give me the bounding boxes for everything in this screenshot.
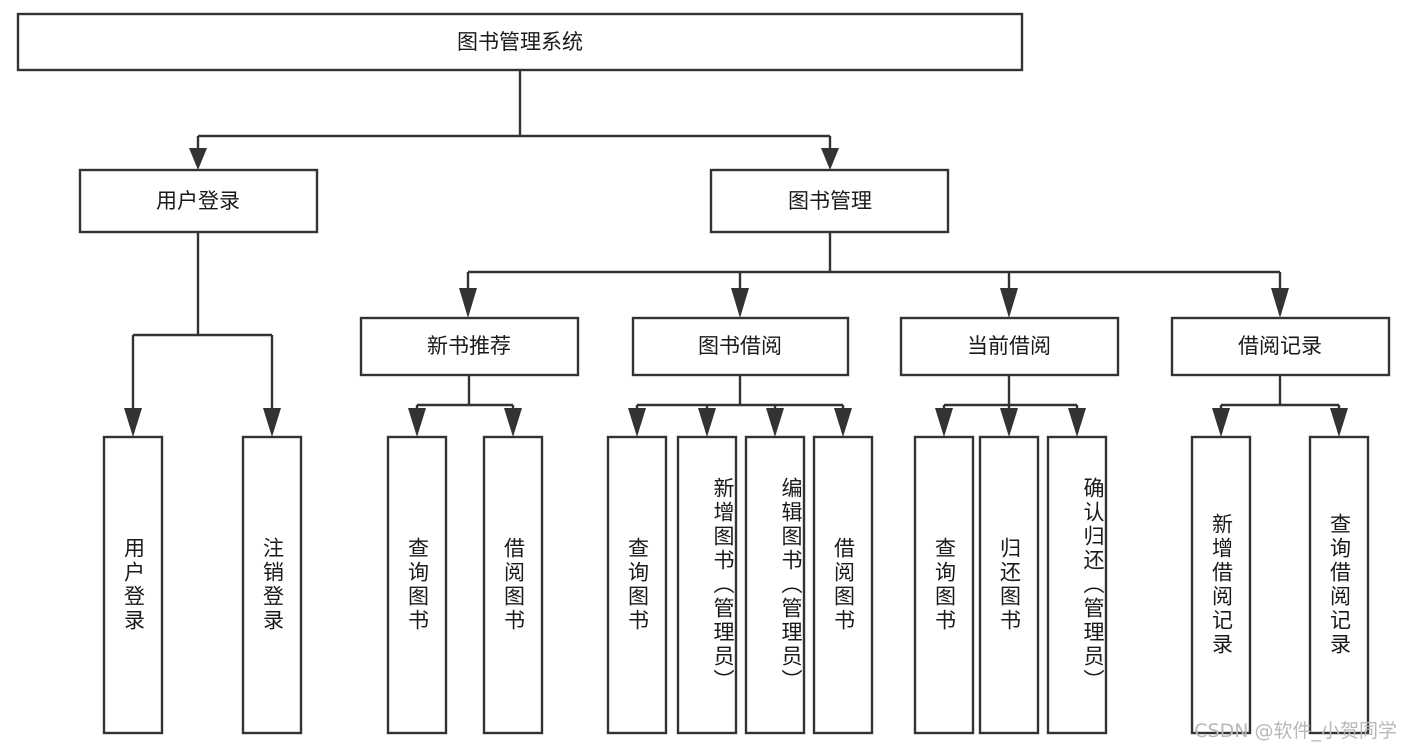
arrowhead-leaf-user-login (124, 408, 142, 437)
arrowhead-nbr-borrow-book (504, 408, 522, 437)
node-book-manage[interactable] (709, 168, 950, 234)
arrowhead-current-borrow (1000, 288, 1018, 318)
arrowhead-borrow-record (1271, 288, 1289, 318)
node-borrow-record-label: 借阅记录 (1238, 334, 1322, 358)
node-book-manage-label: 图书管理 (788, 189, 872, 213)
arrowhead-bb-borrow-book (834, 408, 852, 437)
leaf-nbr-borrow-book[interactable] (482, 435, 544, 735)
arrowhead-new-book-rec (459, 288, 477, 318)
leaf-br-add-record[interactable] (1190, 435, 1252, 735)
leaf-user-login[interactable] (102, 435, 164, 735)
leaf-bb-query-book[interactable] (606, 435, 668, 735)
node-new-book-recommend-label: 新书推荐 (427, 334, 511, 358)
arrowhead-bb-add-book (698, 408, 716, 437)
leaf-cb-return-book[interactable] (978, 435, 1040, 735)
csdn-watermark: CSDN @软件_小贺同学 (1194, 720, 1397, 742)
node-user-login[interactable] (78, 168, 319, 234)
arrowhead-user-login (189, 148, 207, 170)
node-current-borrow[interactable] (899, 316, 1120, 377)
node-current-borrow-label: 当前借阅 (967, 334, 1051, 358)
arrowhead-bb-edit-book (766, 408, 784, 437)
leaf-nbr-query-book[interactable] (386, 435, 448, 735)
arrowhead-leaf-logout (263, 408, 281, 437)
node-book-borrow-label: 图书借阅 (698, 334, 782, 358)
horizontal-label-group: 图书管理系统 用户登录 图书管理 新书推荐 图书借阅 当前借阅 借阅记录 (156, 30, 1322, 358)
leaf-cb-confirm-return[interactable] (1046, 435, 1108, 735)
node-borrow-record[interactable] (1170, 316, 1391, 377)
arrowhead-cb-confirm-return (1068, 408, 1086, 437)
arrowhead-bb-query-book (628, 408, 646, 437)
arrowhead-book-manage (821, 148, 839, 170)
node-book-borrow[interactable] (631, 316, 850, 377)
node-root[interactable] (16, 12, 1024, 72)
node-box-group (16, 12, 1391, 735)
arrowhead-cb-query-book (935, 408, 953, 437)
arrowhead-book-borrow (731, 288, 749, 318)
node-new-book-recommend[interactable] (359, 316, 580, 377)
leaf-br-query-record[interactable] (1308, 435, 1370, 735)
leaf-bb-edit-book[interactable] (744, 435, 806, 735)
arrowhead-nbr-query-book (408, 408, 426, 437)
arrowhead-cb-return-book (1000, 408, 1018, 437)
leaf-bb-add-book[interactable] (676, 435, 738, 735)
leaf-bb-borrow-book[interactable] (812, 435, 874, 735)
arrowhead-br-query-record (1330, 408, 1348, 437)
arrowhead-br-add-record (1212, 408, 1230, 437)
node-root-label: 图书管理系统 (457, 30, 583, 54)
leaf-logout[interactable] (241, 435, 303, 735)
node-user-login-label: 用户登录 (156, 189, 240, 213)
connector-group (124, 70, 1348, 437)
leaf-cb-query-book[interactable] (913, 435, 975, 735)
